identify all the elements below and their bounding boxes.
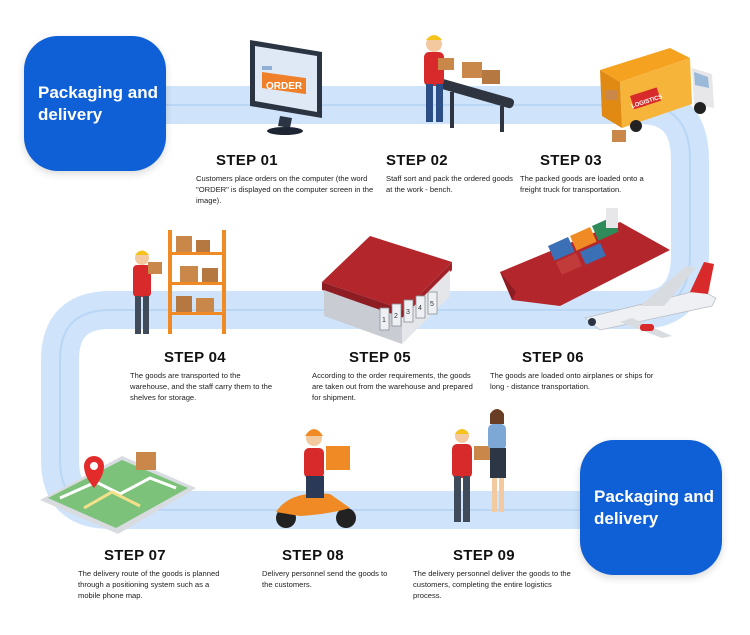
step-description: The goods are transported to the warehou… (130, 371, 273, 402)
phone-map-icon (40, 452, 196, 534)
step-description: According to the order requirements, the… (312, 371, 473, 402)
warehouse-building-icon: 1 2 3 4 5 (322, 236, 452, 344)
header-badge-text: Packaging and delivery (38, 82, 158, 124)
step-01: STEP 01 Customers place orders on the co… (196, 152, 381, 206)
door-label: 2 (394, 313, 398, 320)
step-08: STEP 08 Delivery personnel send the good… (262, 547, 447, 590)
footer-badge: Packaging and delivery (580, 440, 722, 575)
delivery-truck-icon: LOGISTICS (600, 48, 714, 142)
step-title: STEP 02 (386, 152, 448, 169)
packing-worker-icon (424, 35, 515, 132)
warehouse-shelves-icon (133, 230, 226, 334)
step-title: STEP 09 (453, 547, 515, 564)
door-label: 5 (430, 301, 434, 308)
step-description: Delivery personnel send the goods to the… (262, 569, 388, 589)
step-05: STEP 05 According to the order requireme… (312, 349, 497, 403)
door-label: 4 (418, 305, 422, 312)
computer-monitor-icon: ORDER (250, 40, 322, 135)
step-description: Customers place orders on the computer (… (196, 174, 374, 205)
step-description: The delivery personnel deliver the goods… (413, 569, 571, 600)
delivery-scooter-icon (276, 429, 356, 528)
door-label: 3 (406, 309, 410, 316)
step-04: STEP 04 The goods are transported to the… (130, 349, 315, 403)
footer-badge-text: Packaging and delivery (594, 486, 714, 528)
step-03: STEP 03 The packed goods are loaded onto… (520, 152, 705, 195)
step-title: STEP 05 (349, 349, 411, 366)
step-title: STEP 01 (216, 152, 278, 169)
cargo-ship-icon (500, 208, 670, 306)
step-description: The goods are loaded onto airplanes or s… (490, 371, 654, 391)
step-title: STEP 04 (164, 349, 226, 366)
step-title: STEP 03 (540, 152, 602, 169)
package-handover-icon (452, 409, 506, 522)
door-label: 1 (382, 317, 386, 324)
step-06: STEP 06 The goods are loaded onto airpla… (490, 349, 675, 392)
order-screen-text: ORDER (266, 81, 303, 92)
step-description: The delivery route of the goods is plann… (78, 569, 220, 600)
step-description: The packed goods are loaded onto a freig… (520, 174, 644, 194)
header-badge: Packaging and delivery (24, 36, 166, 171)
step-07: STEP 07 The delivery route of the goods … (78, 547, 263, 601)
step-description: Staff sort and pack the ordered goods at… (386, 174, 513, 194)
step-title: STEP 08 (282, 547, 344, 564)
airplane-icon (584, 262, 717, 338)
step-title: STEP 06 (522, 349, 584, 366)
step-02: STEP 02 Staff sort and pack the ordered … (358, 152, 543, 195)
warehouse-doors: 1 2 3 4 5 (379, 291, 438, 331)
step-09: STEP 09 The delivery personnel deliver t… (413, 547, 598, 601)
step-title: STEP 07 (104, 547, 166, 564)
